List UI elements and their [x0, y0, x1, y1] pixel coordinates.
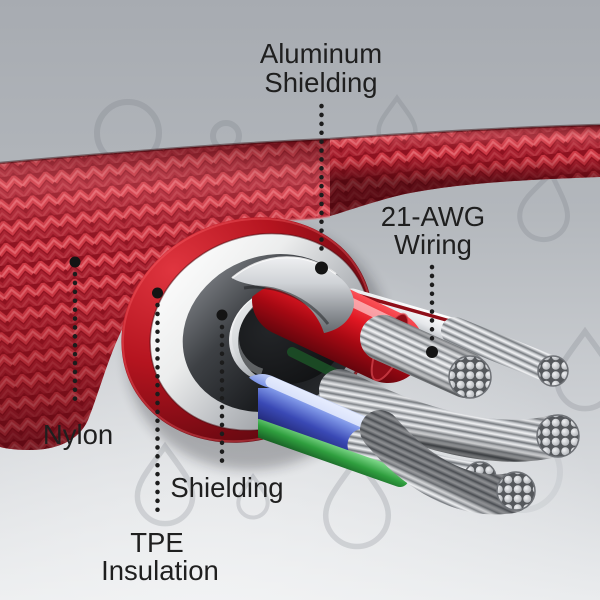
annotations [72, 103, 435, 515]
bundle-end-face [537, 355, 569, 387]
foil-inner-reflection [231, 297, 264, 376]
label-aluminum-shielding-line2: Shielding [264, 67, 377, 98]
anchor-dot-aluminum-shielding [315, 261, 328, 275]
white-wire-red-stripe [352, 292, 459, 325]
watermark-droplet [134, 441, 196, 527]
braid-near-shading [0, 139, 330, 450]
watermark-droplet [322, 454, 392, 550]
anchor-dot-awg-wiring [426, 346, 438, 358]
label-shielding: Shielding [170, 472, 283, 503]
label-awg-wiring-line1: 21-AWG [381, 201, 485, 232]
braid-top-edge [0, 123, 600, 165]
braid-far-shading [330, 125, 600, 216]
watermark-droplet [517, 169, 571, 243]
bundle-end-face [448, 355, 492, 399]
bundle-end-face [536, 414, 580, 458]
label-layer: Aluminum Shielding 21-AWG Wiring Nylon S… [43, 38, 485, 586]
bundle-end-face [496, 471, 536, 511]
label-tpe-insulation-line2: Insulation [101, 555, 219, 586]
wire-bundle-bottom [360, 410, 536, 515]
anchor-dot-nylon [69, 256, 81, 268]
wire-bundle-top-right [441, 317, 569, 387]
anchor-dots [69, 256, 438, 358]
blue-wire-sheen [265, 376, 382, 434]
foil-lip-shadow [243, 285, 330, 325]
label-aluminum-shielding-line1: Aluminum [260, 38, 382, 69]
anchor-dot-tpe-insulation [152, 287, 163, 299]
label-nylon: Nylon [43, 419, 113, 450]
wire-bundle-middle [319, 369, 580, 462]
anchor-dot-shielding [216, 309, 228, 321]
label-tpe-insulation-line1: TPE [130, 527, 183, 558]
wire-bundle-red [360, 315, 492, 399]
green-wire [249, 419, 409, 487]
label-awg-wiring-line2: Wiring [394, 229, 472, 260]
watermark-droplet [236, 472, 270, 520]
cable-braid-nylon [0, 123, 600, 450]
